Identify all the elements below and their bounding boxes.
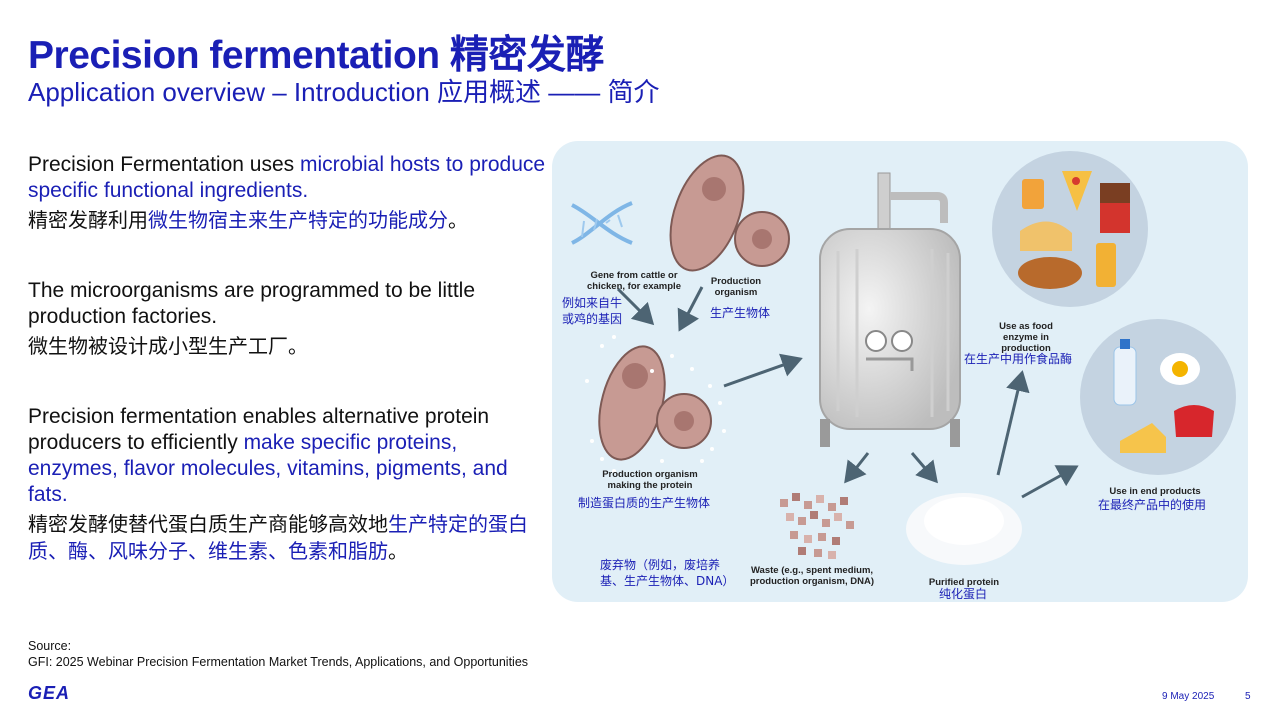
- food-products-icon: [992, 151, 1148, 307]
- point-1-chinese: 精密发酵利用微生物宿主来生产特定的功能成分。: [28, 210, 468, 232]
- point-3-chinese: 精密发酵使替代蛋白质生产商能够高效地生产特定的蛋白质、酶、风味分子、维生素、色素…: [28, 514, 528, 563]
- waste-icon: [780, 493, 854, 559]
- footer-date: 9 May 2025: [1162, 691, 1215, 702]
- waste-label-zh: 废弃物（例如，废培养基、生产生物体、DNA）: [600, 557, 734, 588]
- source-text: GFI: 2025 Webinar Precision Fermentation…: [28, 655, 529, 669]
- point-3-english: Precision fermentation enables alternati…: [28, 405, 508, 506]
- gene-label-zh: 例如来自牛或鸡的基因: [562, 295, 622, 326]
- svg-text:GEA: GEA: [28, 684, 70, 702]
- protein-making-organism-icon: [585, 335, 726, 473]
- purified-protein-label-zh: 纯化蛋白: [939, 586, 987, 601]
- point-2-english: The microorganisms are programmed to be …: [28, 279, 476, 328]
- gea-logo: GEA: [28, 684, 70, 702]
- end-products-label-zh: 在最终产品中的使用: [1098, 497, 1206, 512]
- making-protein-label-zh: 制造蛋白质的生产生物体: [578, 495, 710, 510]
- fermentation-tank-icon: [819, 172, 961, 447]
- flow-arrows: [616, 286, 1079, 499]
- page-title: Precision fermentation 精密发酵: [28, 34, 604, 77]
- dna-icon: [571, 201, 633, 245]
- page-number: 5: [1245, 691, 1251, 702]
- end-products-icon: [1080, 319, 1236, 475]
- point-2-chinese: 微生物被设计成小型生产工厂。: [28, 336, 308, 358]
- purified-protein-icon: [906, 493, 1022, 565]
- source-label: Source:: [28, 639, 72, 653]
- point-1: Precision Fermentation uses microbial ho…: [28, 152, 548, 235]
- waste-label: Waste (e.g., spent medium,production org…: [750, 565, 874, 587]
- point-1-english: Precision Fermentation uses microbial ho…: [28, 153, 546, 202]
- source-note: Source: GFI: 2025 Webinar Precision Ferm…: [28, 638, 528, 670]
- purified-protein-label: Purified protein: [929, 577, 999, 588]
- production-organism-icon: [669, 154, 790, 272]
- page-subtitle: Application overview – Introduction 应用概述…: [28, 77, 660, 107]
- end-products-label: Use in end products: [1109, 486, 1200, 497]
- food-enzyme-label-zh: 在生产中用作食品酶: [964, 351, 1072, 366]
- point-3: Precision fermentation enables alternati…: [28, 404, 548, 566]
- production-organism-label-zh: 生产生物体: [710, 306, 770, 320]
- point-2: The microorganisms are programmed to be …: [28, 278, 548, 361]
